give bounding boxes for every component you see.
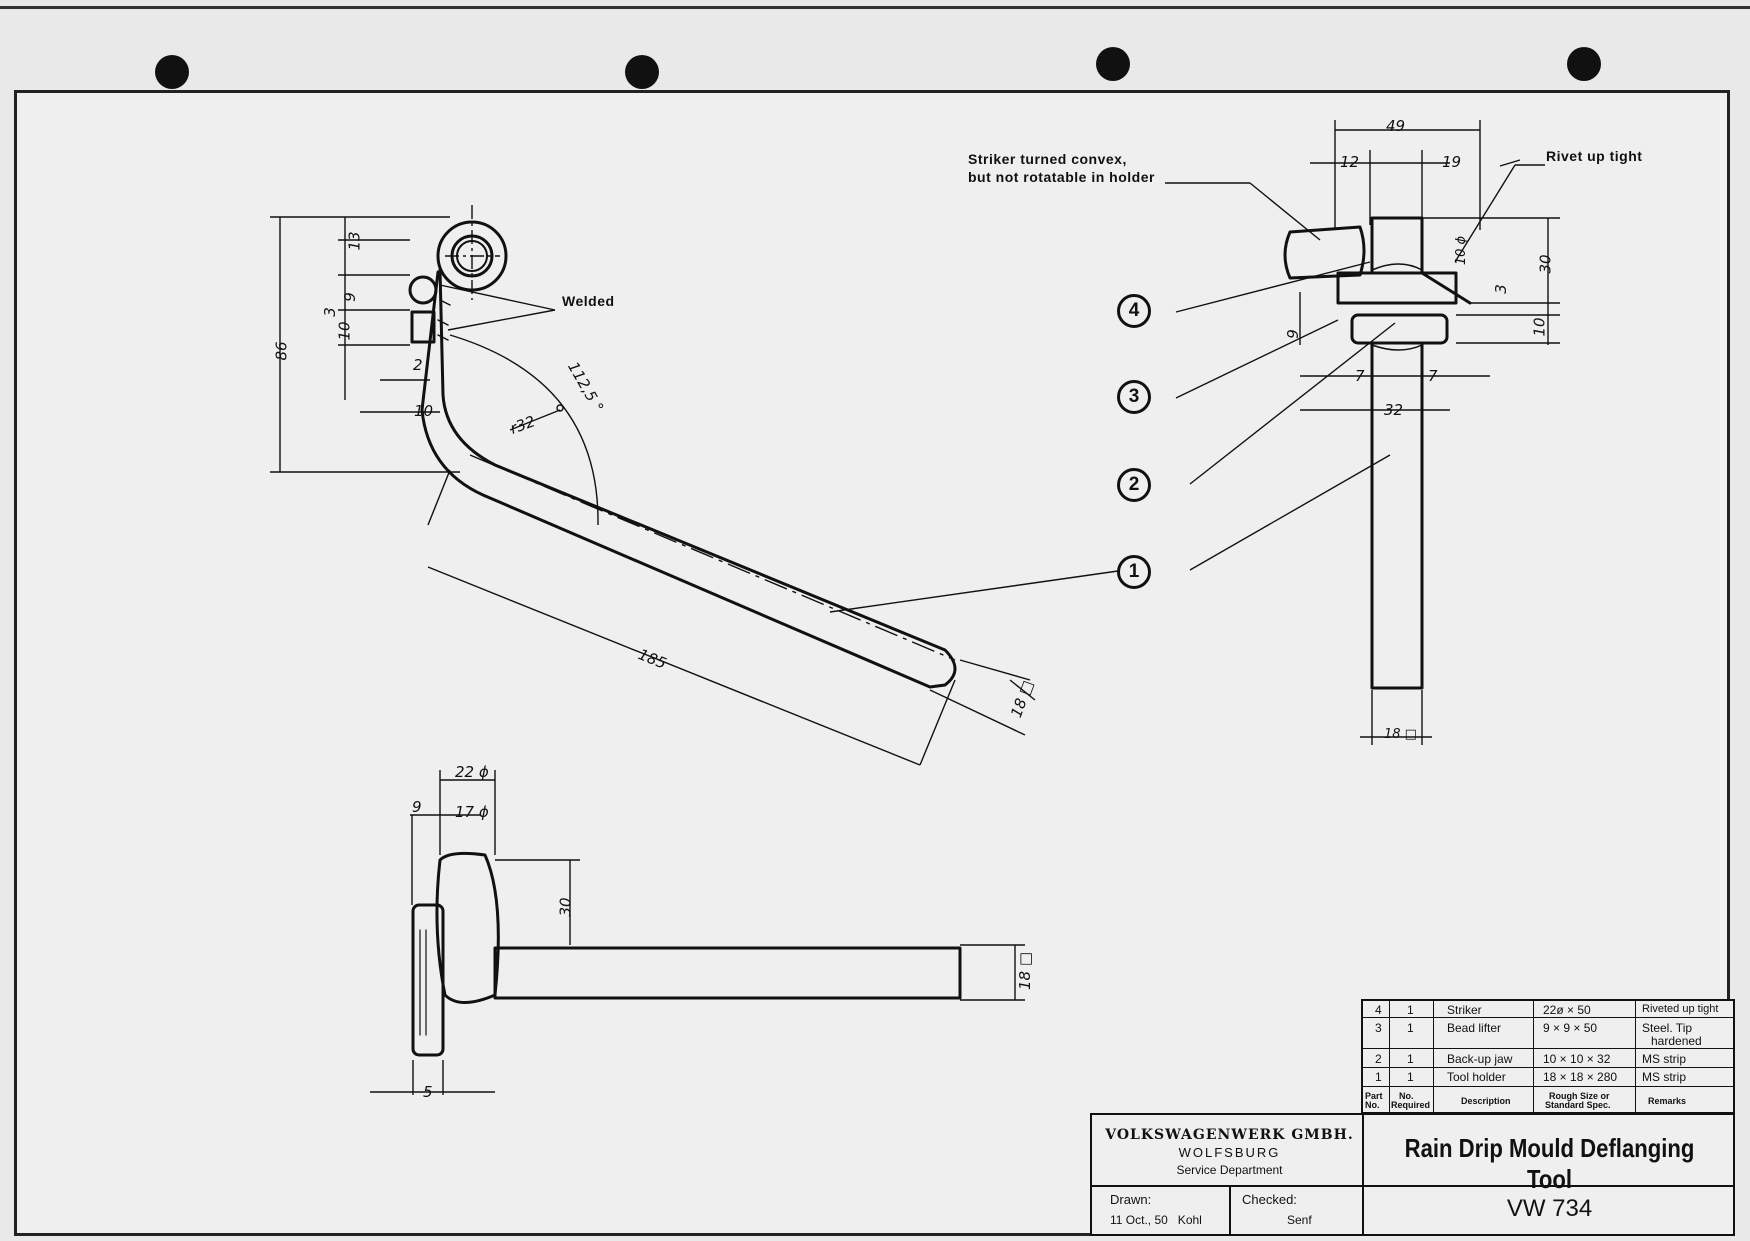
part-description: Bead lifter — [1447, 1021, 1502, 1035]
dim-13: 13 — [345, 231, 364, 251]
dim-17-phi: 17 ϕ — [455, 803, 489, 821]
checked-label: Checked: — [1242, 1192, 1297, 1207]
part-size: 10 × 10 × 32 — [1543, 1052, 1611, 1066]
header-size-spec: Standard Spec. — [1545, 1100, 1611, 1110]
punch-hole — [625, 55, 659, 89]
dim-32: 32 — [1384, 401, 1404, 419]
header-qty-required: Required — [1391, 1100, 1431, 1110]
dim-86: 86 — [272, 341, 291, 361]
striker-note-line2: but not rotatable in holder — [968, 169, 1155, 185]
part-description: Striker — [1447, 1003, 1482, 1017]
dim-10-right: 10 — [1530, 317, 1549, 337]
department: Service Department — [1176, 1163, 1283, 1177]
dim-18-square-bottom: 18 □ — [1016, 951, 1035, 991]
tool-holder-side-view — [411, 851, 962, 1057]
part-balloon-1: 1 — [1117, 555, 1151, 589]
checked-value: Senf — [1287, 1213, 1312, 1227]
part-remarks: MS strip — [1642, 1052, 1687, 1066]
dim-3: 3 — [320, 307, 339, 317]
striker-note-line1: Striker turned convex, — [968, 151, 1127, 167]
part-number: 2 — [1375, 1052, 1382, 1066]
part-remarks: MS strip — [1642, 1070, 1687, 1084]
part-remarks: Steel. Tip — [1642, 1021, 1693, 1035]
part-description: Back-up jaw — [1447, 1052, 1513, 1066]
dim-3-right: 3 — [1491, 284, 1510, 294]
dim-19: 19 — [1442, 153, 1462, 171]
header-part: Part — [1365, 1091, 1383, 1101]
dim-5: 5 — [423, 1083, 433, 1101]
drawn-value: 11 Oct., 50 Kohl — [1110, 1213, 1202, 1227]
header-qty: No. — [1399, 1091, 1414, 1101]
dim-2: 2 — [413, 356, 423, 374]
dim-9: 9 — [340, 292, 359, 302]
drawing-title: Rain Drip Mould Deflanging Tool — [1404, 1133, 1695, 1194]
part-size: 22ø × 50 — [1543, 1003, 1591, 1017]
part-number: 3 — [1375, 1021, 1382, 1035]
part-balloon-2: 2 — [1117, 468, 1151, 502]
dim-10-bottom: 10 — [414, 402, 434, 420]
part-quantity: 1 — [1407, 1003, 1414, 1017]
part-description: Tool holder — [1447, 1070, 1506, 1084]
dim-12: 12 — [1340, 153, 1360, 171]
company-city: WOLFSBURG — [1178, 1145, 1281, 1160]
part-size: 9 × 9 × 50 — [1543, 1021, 1598, 1035]
header-remarks: Remarks — [1648, 1096, 1687, 1106]
sheet-top-edge — [0, 6, 1750, 9]
assembly-top-view — [1283, 216, 1472, 690]
part-quantity: 1 — [1407, 1021, 1414, 1035]
dim-18-square-right: 18 □ — [1384, 727, 1417, 742]
dim-30: 30 — [1536, 254, 1555, 274]
dim-49: 49 — [1386, 117, 1406, 135]
company-name: VOLKSWAGENWERK GMBH. — [1105, 1127, 1354, 1143]
dim-30-bottom: 30 — [556, 897, 575, 917]
part-remarks: Riveted up tight — [1642, 1003, 1719, 1015]
part-quantity: 1 — [1407, 1052, 1414, 1066]
dim-9-bottom: 9 — [412, 798, 422, 816]
dim-9-right: 9 — [1283, 329, 1302, 339]
punch-hole — [1096, 47, 1130, 81]
part-remarks-line2: hardened — [1651, 1034, 1702, 1048]
drawn-label: Drawn: — [1110, 1192, 1152, 1207]
drawing-number: VW 734 — [1506, 1195, 1593, 1222]
parts-list: 4 1 Striker 22ø × 50 Riveted up tight 3 … — [1361, 999, 1735, 1114]
tool-holder-front-view — [408, 220, 957, 689]
dim-22-phi: 22 ϕ — [455, 763, 489, 781]
part-quantity: 1 — [1407, 1070, 1414, 1084]
punch-hole — [1567, 47, 1601, 81]
header-part-no: No. — [1365, 1100, 1380, 1110]
dim-7-left: 7 — [1355, 367, 1365, 385]
punch-hole — [155, 55, 189, 89]
part-balloon-3: 3 — [1117, 380, 1151, 414]
welded-note: Welded — [562, 293, 615, 309]
header-description: Description — [1461, 1096, 1511, 1106]
part-balloon-4: 4 — [1117, 294, 1151, 328]
title-block: VOLKSWAGENWERK GMBH. WOLFSBURG Service D… — [1090, 1113, 1735, 1236]
part-number: 1 — [1375, 1070, 1382, 1084]
dim-10: 10 — [335, 321, 354, 341]
dim-7-right: 7 — [1428, 367, 1438, 385]
header-size: Rough Size or — [1549, 1091, 1610, 1101]
rivet-note: Rivet up tight — [1546, 148, 1643, 164]
dim-10-phi: 10 ϕ — [1454, 235, 1470, 266]
part-number: 4 — [1375, 1003, 1382, 1017]
part-size: 18 × 18 × 280 — [1543, 1070, 1618, 1084]
